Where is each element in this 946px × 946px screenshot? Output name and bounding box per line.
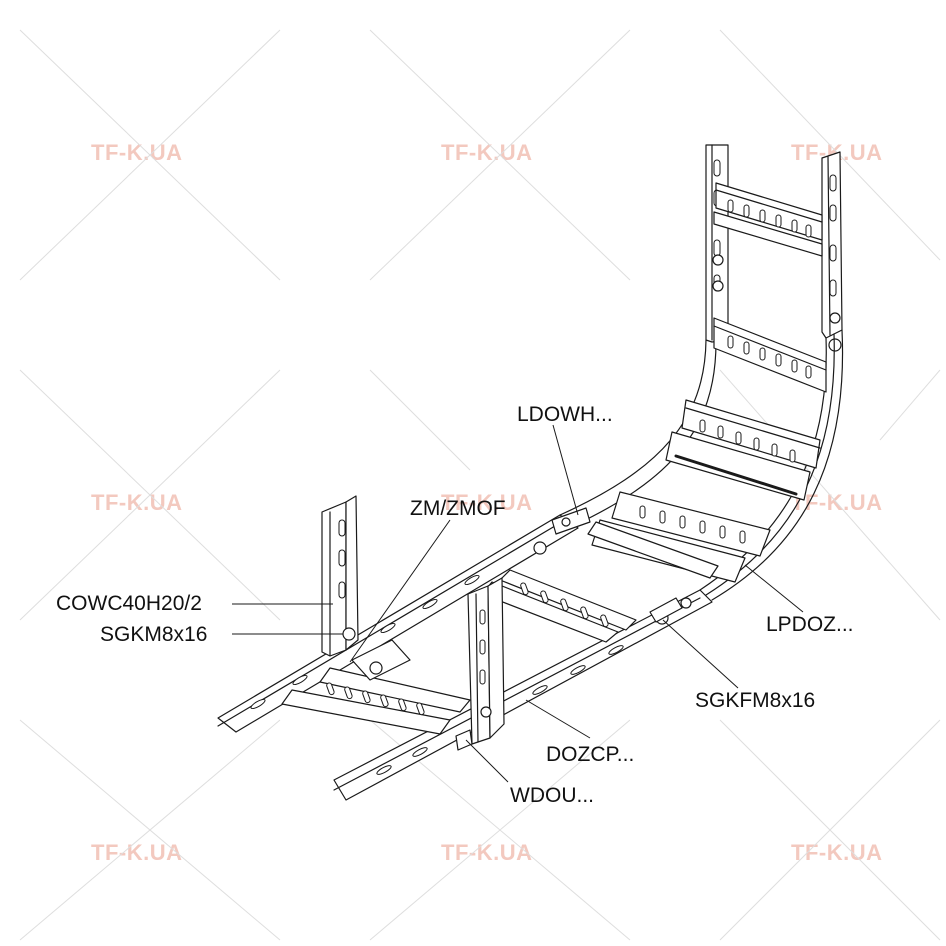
wdou-column <box>455 577 505 751</box>
watermark-cross-lines <box>19 29 941 941</box>
label-dozcp: DOZCP... <box>546 743 635 766</box>
label-ldowh: LDOWH... <box>517 403 613 426</box>
label-zm-zmof: ZM/ZMOF <box>410 497 506 520</box>
horizontal-ladder-section <box>217 507 719 801</box>
label-sgkfm: SGKFM8x16 <box>695 689 816 712</box>
label-cowc: COWC40H20/2 <box>56 592 202 615</box>
watermark-text: TF-K.UA <box>441 490 533 515</box>
watermark-text: TF-K.UA <box>441 140 533 165</box>
label-lpdoz: LPDOZ... <box>766 613 854 636</box>
rung-slots <box>639 335 812 544</box>
vertical-ladder-section <box>705 144 843 352</box>
cowc-column <box>321 495 359 657</box>
watermark-text: TF-K.UA <box>791 840 883 865</box>
rung-slots <box>727 199 812 238</box>
watermark-text: TF-K.UA <box>91 140 183 165</box>
label-wdou: WDOU... <box>510 784 594 807</box>
vertical-bend-section <box>559 317 844 601</box>
rung-slots <box>326 582 609 716</box>
label-sgkm: SGKM8x16 <box>100 623 208 646</box>
leader-lines <box>232 424 804 783</box>
rail-slots <box>250 574 624 775</box>
